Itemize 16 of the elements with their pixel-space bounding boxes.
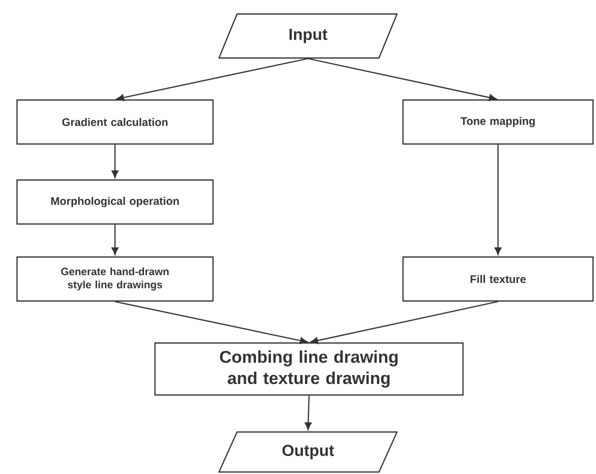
arrow bbox=[494, 144, 502, 255]
io-parallelogram: Output bbox=[218, 431, 398, 473]
arrow bbox=[308, 58, 497, 102]
process-box: Generate hand-drawn style line drawings bbox=[16, 256, 214, 302]
process-box: Morphological operation bbox=[16, 179, 214, 225]
arrow bbox=[304, 396, 312, 430]
arrow bbox=[112, 144, 118, 178]
arrow bbox=[112, 224, 118, 255]
process-box: Fill texture bbox=[402, 256, 594, 302]
io-parallelogram: Input bbox=[218, 13, 398, 59]
arrow bbox=[114, 301, 308, 344]
process-box: Combing line drawing and texture drawing bbox=[154, 342, 464, 396]
process-box: Gradient calculation bbox=[16, 99, 214, 145]
process-box: Tone mapping bbox=[402, 99, 594, 145]
arrow bbox=[310, 301, 498, 344]
arrow bbox=[116, 58, 308, 102]
